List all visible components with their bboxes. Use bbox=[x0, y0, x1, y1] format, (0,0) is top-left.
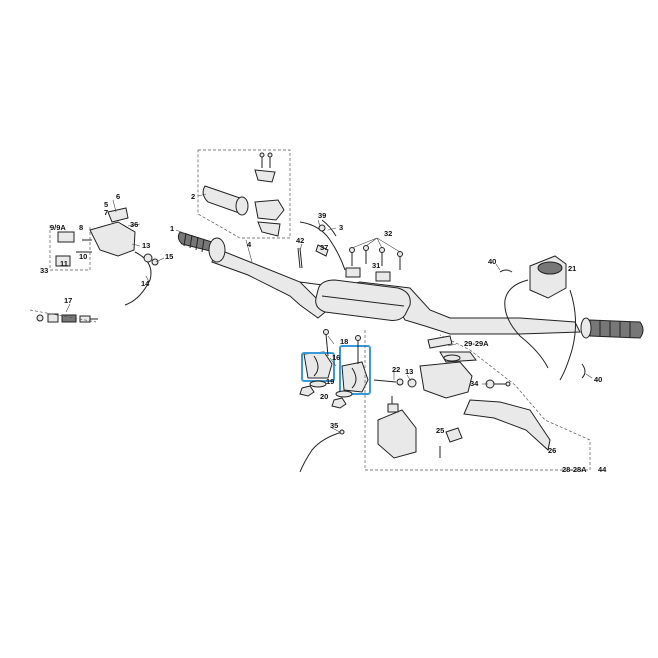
cable-39[interactable] bbox=[321, 219, 337, 237]
left-grip[interactable] bbox=[177, 231, 226, 263]
callout-21: 21 bbox=[568, 264, 576, 273]
handlebar-pad[interactable] bbox=[315, 279, 411, 321]
callout-6: 6 bbox=[116, 192, 120, 201]
callout-20: 20 bbox=[320, 392, 328, 401]
callout-13-left: 13 bbox=[142, 241, 150, 250]
washers-19[interactable] bbox=[309, 380, 353, 398]
callout-13-right: 13 bbox=[405, 367, 413, 376]
callout-7: 7 bbox=[104, 208, 108, 217]
callout-40-top: 40 bbox=[488, 257, 496, 266]
cable-14[interactable] bbox=[124, 251, 159, 306]
clutch-perch[interactable] bbox=[419, 351, 477, 399]
lower-clamp-right[interactable] bbox=[341, 361, 369, 393]
callout-5: 5 bbox=[104, 200, 108, 209]
callout-10: 10 bbox=[79, 252, 87, 261]
nuts-20[interactable] bbox=[299, 385, 347, 409]
callout-17: 17 bbox=[64, 296, 72, 305]
callout-19: 19 bbox=[326, 377, 334, 386]
throttle-group bbox=[197, 149, 291, 239]
right-grip[interactable] bbox=[580, 317, 644, 339]
callout-34: 34 bbox=[470, 379, 479, 388]
right-switch-wire[interactable] bbox=[504, 279, 576, 381]
callout-14: 14 bbox=[141, 279, 150, 288]
callout-25: 25 bbox=[436, 426, 444, 435]
callout-2: 2 bbox=[191, 192, 195, 201]
callout-8: 8 bbox=[79, 223, 83, 232]
callout-44: 44 bbox=[598, 465, 607, 474]
callout-35: 35 bbox=[330, 421, 338, 430]
left-switch-group bbox=[49, 225, 91, 271]
throttle-screws[interactable] bbox=[259, 152, 273, 168]
adjuster-34[interactable] bbox=[485, 379, 511, 389]
studs-18[interactable] bbox=[323, 329, 361, 365]
callout-18: 18 bbox=[340, 337, 348, 346]
callout-31: 31 bbox=[372, 261, 380, 270]
callout-4: 4 bbox=[247, 240, 252, 249]
left-switch-assembly[interactable] bbox=[55, 207, 136, 267]
cable-tie-40[interactable] bbox=[499, 269, 586, 379]
bolt-22[interactable] bbox=[373, 378, 417, 388]
clip-29[interactable] bbox=[427, 335, 453, 349]
callout-15: 15 bbox=[165, 252, 173, 261]
cable-adjuster-37[interactable] bbox=[315, 244, 329, 257]
callout-36: 36 bbox=[130, 220, 138, 229]
leader-lines bbox=[65, 193, 593, 433]
clutch-group bbox=[364, 330, 591, 471]
callout-28-28a: 28-28A bbox=[562, 465, 587, 474]
upper-clamps[interactable] bbox=[345, 267, 391, 282]
callout-22: 22 bbox=[392, 365, 400, 374]
clamp-screws[interactable] bbox=[349, 245, 403, 271]
callout-33: 33 bbox=[40, 266, 48, 275]
callout-11: 11 bbox=[60, 259, 68, 268]
callout-16: 16 bbox=[332, 353, 340, 362]
callout-32: 32 bbox=[384, 229, 392, 238]
throttle-cable[interactable] bbox=[299, 221, 346, 271]
callout-9-9a: 9/9A bbox=[50, 223, 66, 232]
switch-body[interactable] bbox=[377, 396, 417, 459]
throttle-tube[interactable] bbox=[202, 185, 249, 216]
callout-1: 1 bbox=[170, 224, 174, 233]
clip-42[interactable] bbox=[297, 247, 303, 269]
pivot-25[interactable] bbox=[439, 427, 463, 458]
clutch-lever-26[interactable] bbox=[463, 399, 551, 451]
callout-29-29a: 29-29A bbox=[464, 339, 489, 348]
wire-35[interactable] bbox=[299, 429, 345, 473]
callout-37: 37 bbox=[320, 243, 328, 252]
callout-3: 3 bbox=[339, 223, 343, 232]
callout-26: 26 bbox=[548, 446, 556, 455]
throttle-housing[interactable] bbox=[254, 169, 285, 237]
highlight-right-clamp bbox=[339, 345, 371, 395]
callout-39: 39 bbox=[318, 211, 326, 220]
adjuster-17[interactable] bbox=[29, 309, 98, 323]
callout-40-right: 40 bbox=[594, 375, 602, 384]
right-switch-21[interactable] bbox=[529, 255, 567, 299]
callout-42: 42 bbox=[296, 236, 304, 245]
